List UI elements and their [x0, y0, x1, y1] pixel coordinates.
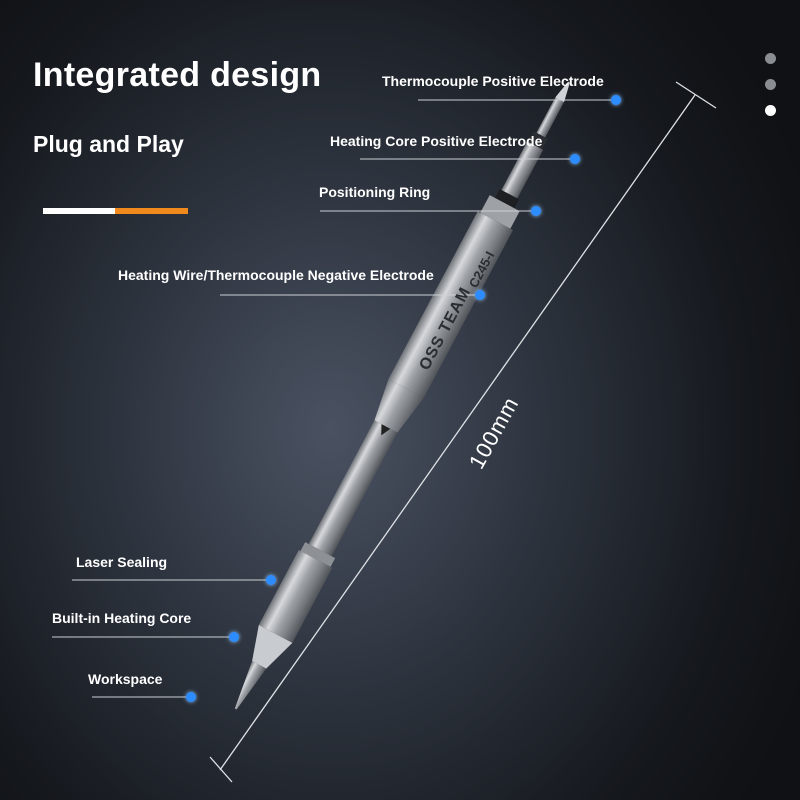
pager-dot-1[interactable] — [765, 53, 776, 64]
accent-bar-orange — [115, 208, 188, 214]
pager-dot-3-active[interactable] — [765, 105, 776, 116]
marker-built-in-heating-core — [229, 632, 239, 642]
marker-thermocouple-positive — [611, 95, 621, 105]
marker-workspace — [186, 692, 196, 702]
callout-heating-wire-negative: Heating Wire/Thermocouple Negative Elect… — [118, 267, 434, 283]
marker-positioning-ring — [531, 206, 541, 216]
marker-laser-sealing — [266, 575, 276, 585]
pager-dot-2[interactable] — [765, 79, 776, 90]
callout-workspace: Workspace — [88, 671, 163, 687]
page-title: Integrated design — [33, 56, 322, 94]
callout-heating-core-positive: Heating Core Positive Electrode — [330, 133, 543, 149]
callout-laser-sealing: Laser Sealing — [76, 554, 168, 570]
marker-heating-core-positive — [570, 154, 580, 164]
callout-built-in-heating-core: Built-in Heating Core — [52, 610, 192, 626]
callout-positioning-ring: Positioning Ring — [319, 184, 431, 200]
marker-heating-wire-negative — [475, 290, 485, 300]
page-subtitle: Plug and Play — [33, 131, 184, 157]
accent-bar-white — [43, 208, 115, 214]
callout-thermocouple-positive: Thermocouple Positive Electrode — [382, 73, 604, 89]
